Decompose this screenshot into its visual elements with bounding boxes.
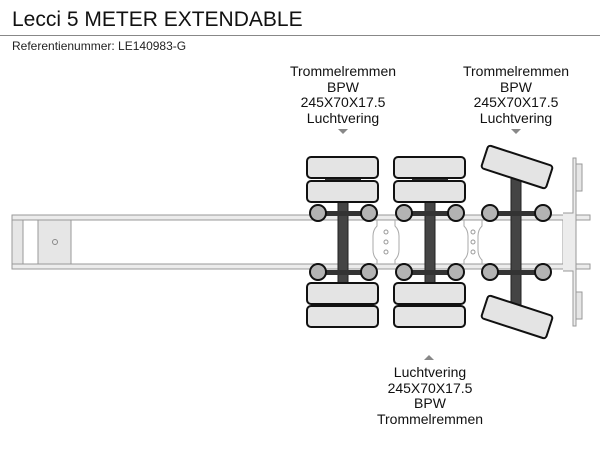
axle-2-pointer-icon — [424, 355, 434, 360]
bolt-icon — [470, 249, 476, 255]
axle-2 — [393, 156, 466, 328]
bolt-icon — [383, 239, 389, 245]
axle-1 — [306, 156, 379, 328]
axle-3-brakes: Trommelremmen — [462, 63, 570, 79]
axle-2-brakes: Trommelremmen — [376, 410, 484, 427]
suspension-arm — [490, 270, 545, 275]
suspension-arm — [490, 211, 545, 216]
tire-outer-left — [393, 156, 466, 179]
airbag-icon — [481, 204, 499, 222]
axle-2-suspension: Luchtvering — [393, 364, 467, 380]
airbag-icon — [481, 263, 499, 281]
airbag-icon — [360, 263, 378, 281]
suspension-arm — [318, 270, 368, 275]
axle-3-tire-size: 245X70X17.5 — [473, 94, 559, 110]
bolt-icon — [383, 229, 389, 235]
tire-bridge — [412, 178, 448, 181]
rear-bumper — [11, 219, 24, 265]
axle-3-pointer-icon — [511, 129, 521, 134]
axle-1-label: Trommelremmen BPW 245X70X17.5 Luchtverin… — [273, 63, 413, 126]
tire-outer-right — [393, 305, 466, 328]
frame-rail-top — [11, 214, 591, 221]
suspension-arm — [404, 270, 454, 275]
airbag-icon — [447, 204, 465, 222]
airbag-icon — [309, 204, 327, 222]
axle-1-brand: BPW — [327, 78, 359, 95]
tire-inner-left — [393, 180, 466, 203]
airbag-icon — [447, 263, 465, 281]
extension-plate-2 — [463, 220, 483, 264]
tire-bridge — [325, 178, 361, 181]
axle-3-brand: BPW — [500, 78, 532, 95]
axle-2-brand: BPW — [414, 395, 446, 411]
bolt-icon — [470, 229, 476, 235]
axle-1-brakes: Trommelremmen — [289, 63, 397, 79]
suspension-arm — [404, 211, 454, 216]
landing-leg-bottom — [575, 291, 583, 320]
airbag-icon — [360, 204, 378, 222]
tire-inner-left — [306, 180, 379, 203]
axle-3 — [480, 144, 554, 340]
tire-steered-right — [480, 294, 554, 340]
landing-leg-top — [575, 163, 583, 192]
bolt-icon — [470, 239, 476, 245]
airbag-icon — [309, 263, 327, 281]
front-plate — [563, 157, 577, 327]
airbag-icon — [395, 263, 413, 281]
rear-crossmember — [37, 219, 72, 265]
page-title: Lecci 5 METER EXTENDABLE — [12, 8, 303, 31]
axle-1-pointer-icon — [338, 129, 348, 134]
axle-2-label: Luchtvering 245X70X17.5 BPW Trommelremme… — [360, 364, 500, 427]
extension-plate-1 — [372, 220, 400, 264]
tire-steered-left — [480, 144, 554, 190]
title-divider — [0, 35, 600, 36]
axle-2-tire-size: 245X70X17.5 — [387, 379, 473, 396]
airbag-icon — [534, 263, 552, 281]
light-icon — [52, 239, 58, 245]
frame-rail-bottom — [11, 263, 591, 270]
suspension-arm — [318, 211, 368, 216]
tire-outer-left — [306, 156, 379, 179]
axle-1-suspension: Luchtvering — [306, 109, 380, 126]
airbag-icon — [395, 204, 413, 222]
tire-outer-right — [306, 305, 379, 328]
axle-1-tire-size: 245X70X17.5 — [300, 94, 386, 110]
axle-3-label: Trommelremmen BPW 245X70X17.5 Luchtverin… — [446, 63, 586, 126]
tire-inner-right — [306, 282, 379, 305]
tire-inner-right — [393, 282, 466, 305]
axle-beam — [510, 177, 522, 309]
chassis-frame — [11, 157, 591, 327]
bolt-icon — [383, 249, 389, 255]
airbag-icon — [534, 204, 552, 222]
axle-3-suspension: Luchtvering — [479, 109, 553, 126]
reference-number: Referentienummer: LE140983-G — [12, 39, 187, 53]
